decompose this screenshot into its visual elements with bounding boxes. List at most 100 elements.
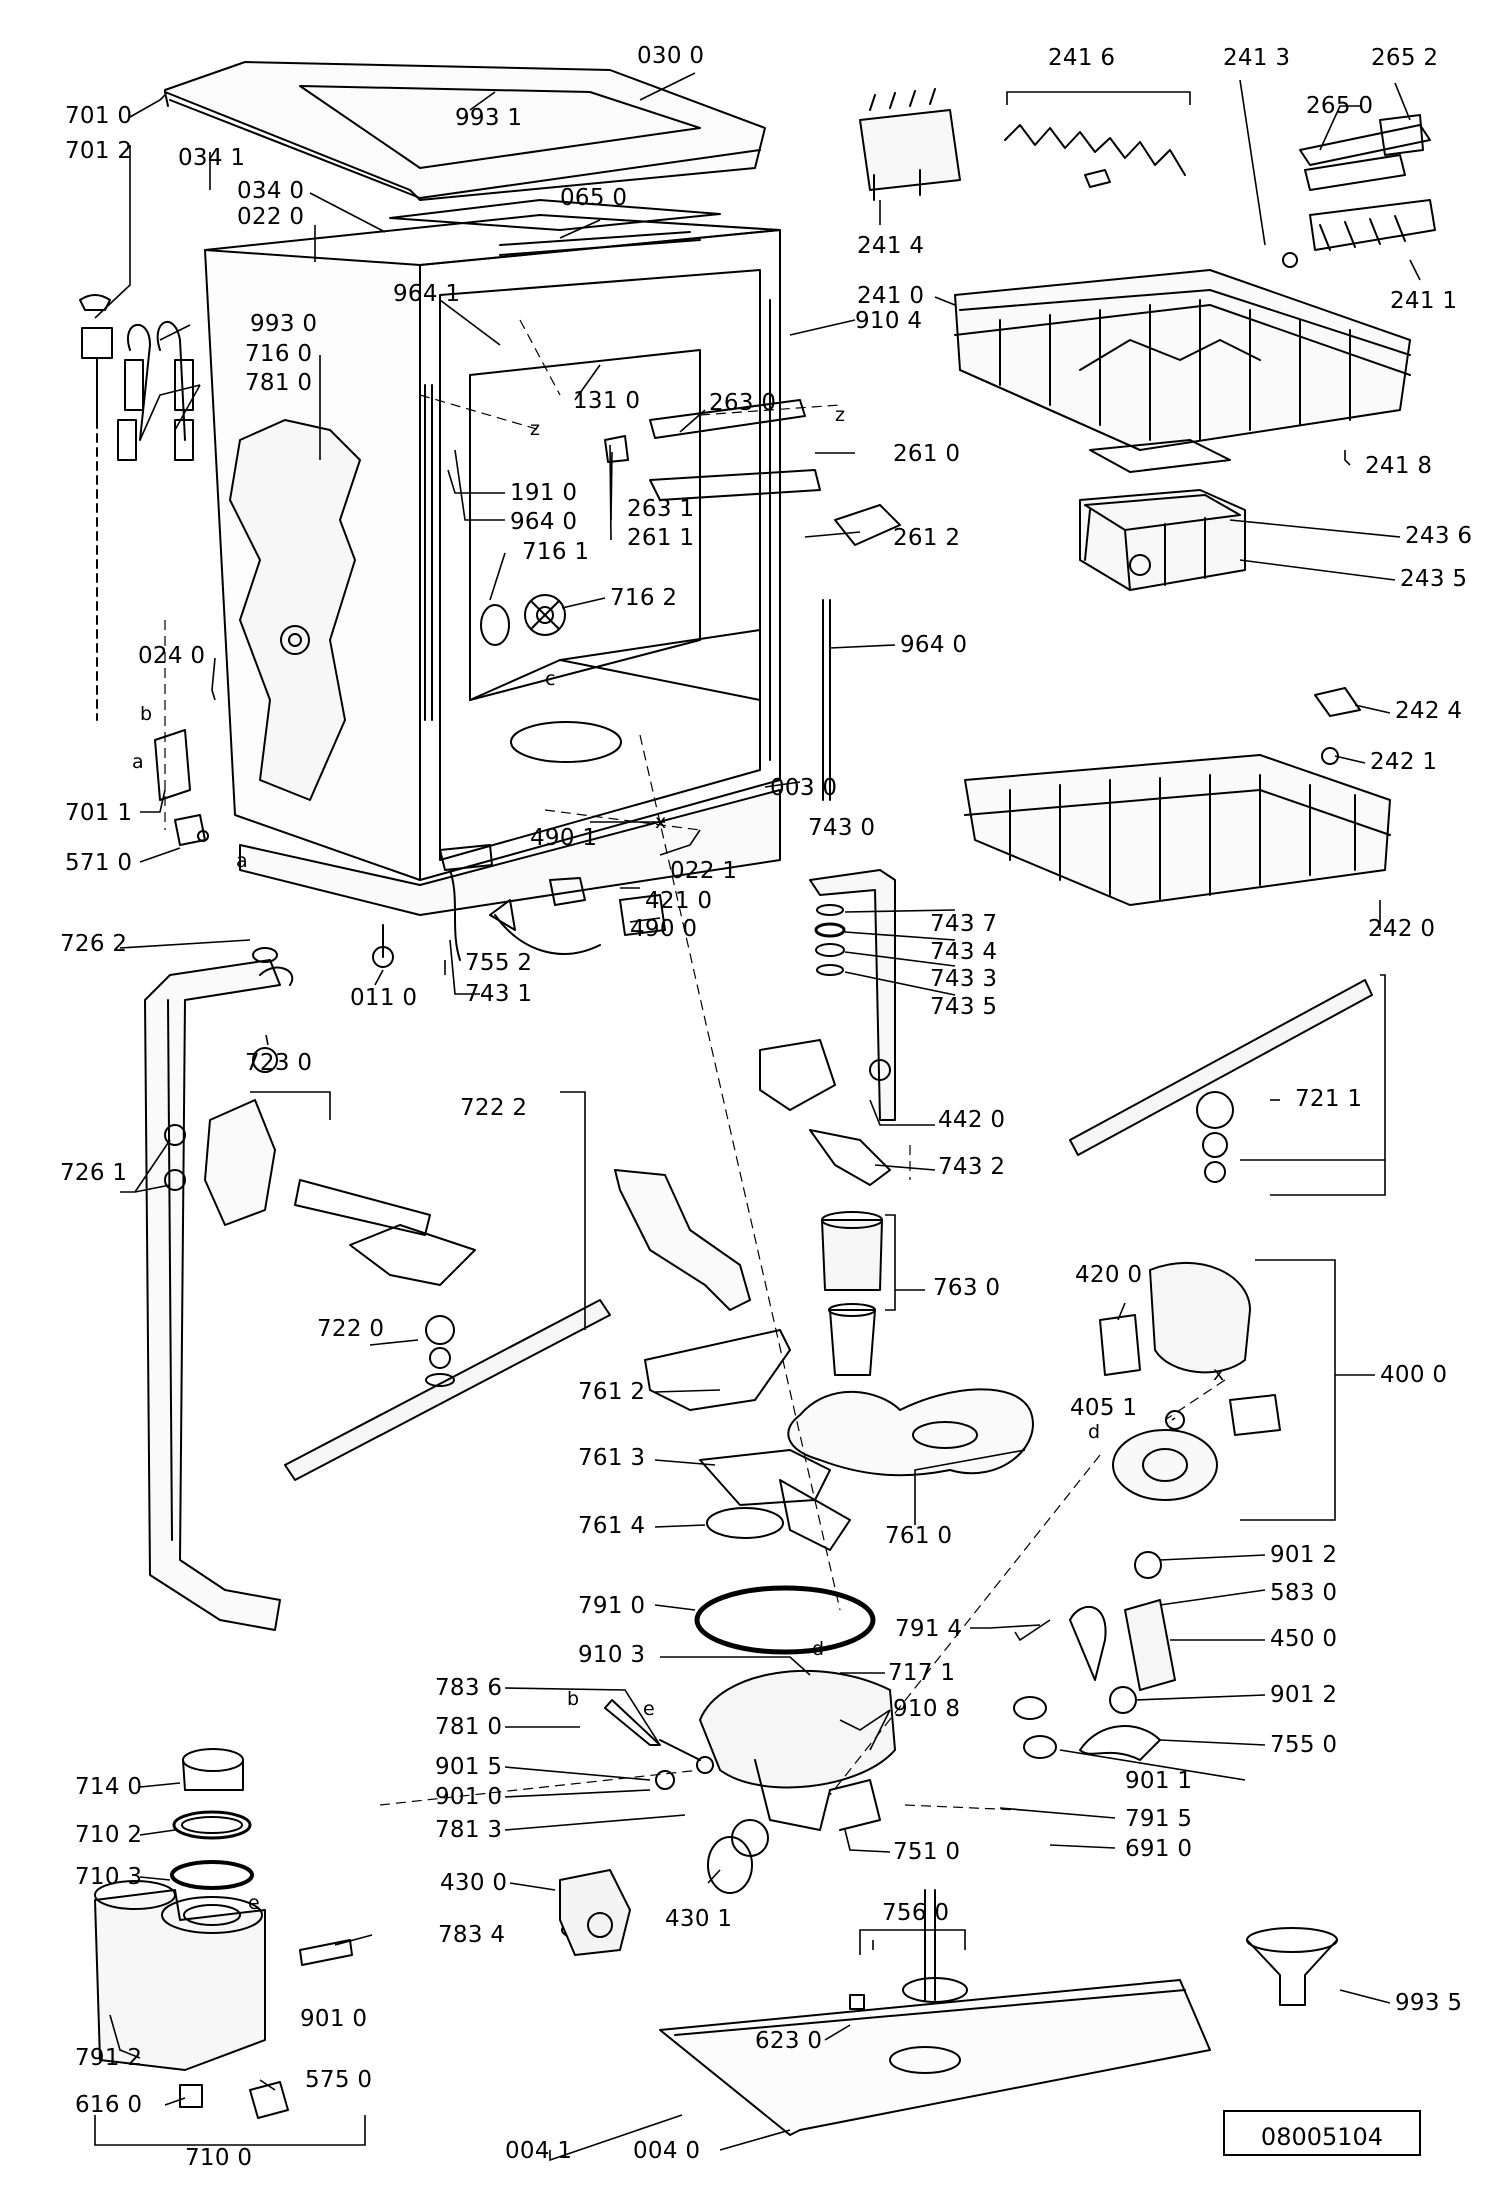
label-261-2: 261 2 [893,525,961,551]
label-571-0: 571 0 [65,850,133,876]
label-743-3: 743 3 [930,966,998,992]
label-901-1: 901 1 [1125,1768,1193,1794]
label-964-0-right: 964 0 [900,632,968,658]
mark-c: c [545,668,556,690]
fold-down-rack [1282,114,1436,268]
label-761-4: 761 4 [578,1513,646,1539]
cup-shelf [859,88,961,201]
label-901-2-top: 901 2 [1270,1542,1338,1568]
label-781-0-bottom: 781 0 [435,1714,503,1740]
water-channel [144,959,281,1631]
middle-duct [614,1169,851,1551]
label-430-1: 430 1 [665,1906,733,1932]
mark-a-2: a [236,850,248,872]
label-241-0: 241 0 [857,283,925,309]
upper-rail [604,399,901,546]
label-575-0: 575 0 [305,2067,373,2093]
label-751-0: 751 0 [893,1839,961,1865]
label-721-1: 721 1 [1295,1086,1363,1112]
label-490-1: 490 1 [530,825,598,851]
label-701-1: 701 1 [65,800,133,826]
label-710-2: 710 2 [75,1822,143,1848]
upper-spray-arm [204,947,611,1481]
label-261-0: 261 0 [893,441,961,467]
label-743-2: 743 2 [938,1154,1006,1180]
water-softener [94,1748,353,2119]
label-761-3: 761 3 [578,1445,646,1471]
label-993-1: 993 1 [455,105,523,131]
label-717-1: 717 1 [888,1660,956,1686]
label-743-5: 743 5 [930,994,998,1020]
label-022-0: 022 0 [237,204,305,230]
label-716-1: 716 1 [522,539,590,565]
sump-seal-ring [694,1585,876,1655]
label-901-0-softener: 901 0 [300,2006,368,2032]
label-723-0: 723 0 [245,1050,313,1076]
label-616-0: 616 0 [75,2092,143,2118]
label-241-1: 241 1 [1390,288,1458,314]
mark-a-1: a [132,751,144,773]
label-901-5: 901 5 [435,1754,503,1780]
label-964-0-inner: 964 0 [510,509,578,535]
label-131-0: 131 0 [573,388,641,414]
label-964-1: 964 1 [393,281,461,307]
base-frame [659,1889,1211,2136]
label-781-3: 781 3 [435,1817,503,1843]
mark-d-2: d [812,1638,825,1660]
mark-z-2: z [835,404,846,426]
label-261-1: 261 1 [627,525,695,551]
mark-b-2: b [567,1688,580,1710]
label-755-0: 755 0 [1270,1732,1338,1758]
drain-pump [559,1869,631,1956]
label-263-1: 263 1 [627,496,695,522]
fan-wheel [480,594,566,646]
label-034-0: 034 0 [237,178,305,204]
filter-plate [787,1388,1034,1477]
label-011-0: 011 0 [350,985,418,1011]
label-791-2: 791 2 [75,2045,143,2071]
label-241-4: 241 4 [857,233,925,259]
label-030-0: 030 0 [637,43,705,69]
label-726-2: 726 2 [60,931,128,957]
label-263-0: 263 0 [709,390,777,416]
label-701-2: 701 2 [65,138,133,164]
label-783-4: 783 4 [438,1922,506,1948]
label-781-0-top: 781 0 [245,370,313,396]
label-743-7: 743 7 [930,911,998,937]
cutlery-basket [1079,439,1246,591]
label-442-0: 442 0 [938,1107,1006,1133]
label-993-5: 993 5 [1395,1990,1463,2016]
circulation-pump [1099,1261,1281,1501]
label-716-2: 716 2 [610,585,678,611]
fill-hoses [117,320,194,461]
label-265-2: 265 2 [1371,45,1439,71]
label-755-2: 755 2 [465,950,533,976]
label-901-2-bottom: 901 2 [1270,1682,1338,1708]
label-583-0: 583 0 [1270,1580,1338,1606]
mark-x-1: x [655,811,667,833]
label-022-1: 022 1 [670,858,738,884]
spray-supply-pipe [759,869,896,1186]
label-910-4: 910 4 [855,308,923,334]
label-701-0: 701 0 [65,103,133,129]
label-710-3: 710 3 [75,1864,143,1890]
label-714-0: 714 0 [75,1774,143,1800]
label-623-0: 623 0 [755,2028,823,2054]
label-791-5: 791 5 [1125,1806,1193,1832]
label-405-1: 405 1 [1070,1395,1138,1421]
label-241-6: 241 6 [1048,45,1116,71]
label-450-0: 450 0 [1270,1626,1338,1652]
label-242-4: 242 4 [1395,698,1463,724]
label-743-0: 743 0 [808,815,876,841]
label-783-6: 783 6 [435,1675,503,1701]
label-243-5: 243 5 [1400,566,1468,592]
label-024-0: 024 0 [138,643,206,669]
label-065-0: 065 0 [560,185,628,211]
label-791-4: 791 4 [895,1616,963,1642]
leader-lines [94,72,1421,2162]
lower-basket [964,687,1391,906]
label-400-0: 400 0 [1380,1362,1448,1388]
label-743-1: 743 1 [465,981,533,1007]
label-910-8: 910 8 [893,1696,961,1722]
